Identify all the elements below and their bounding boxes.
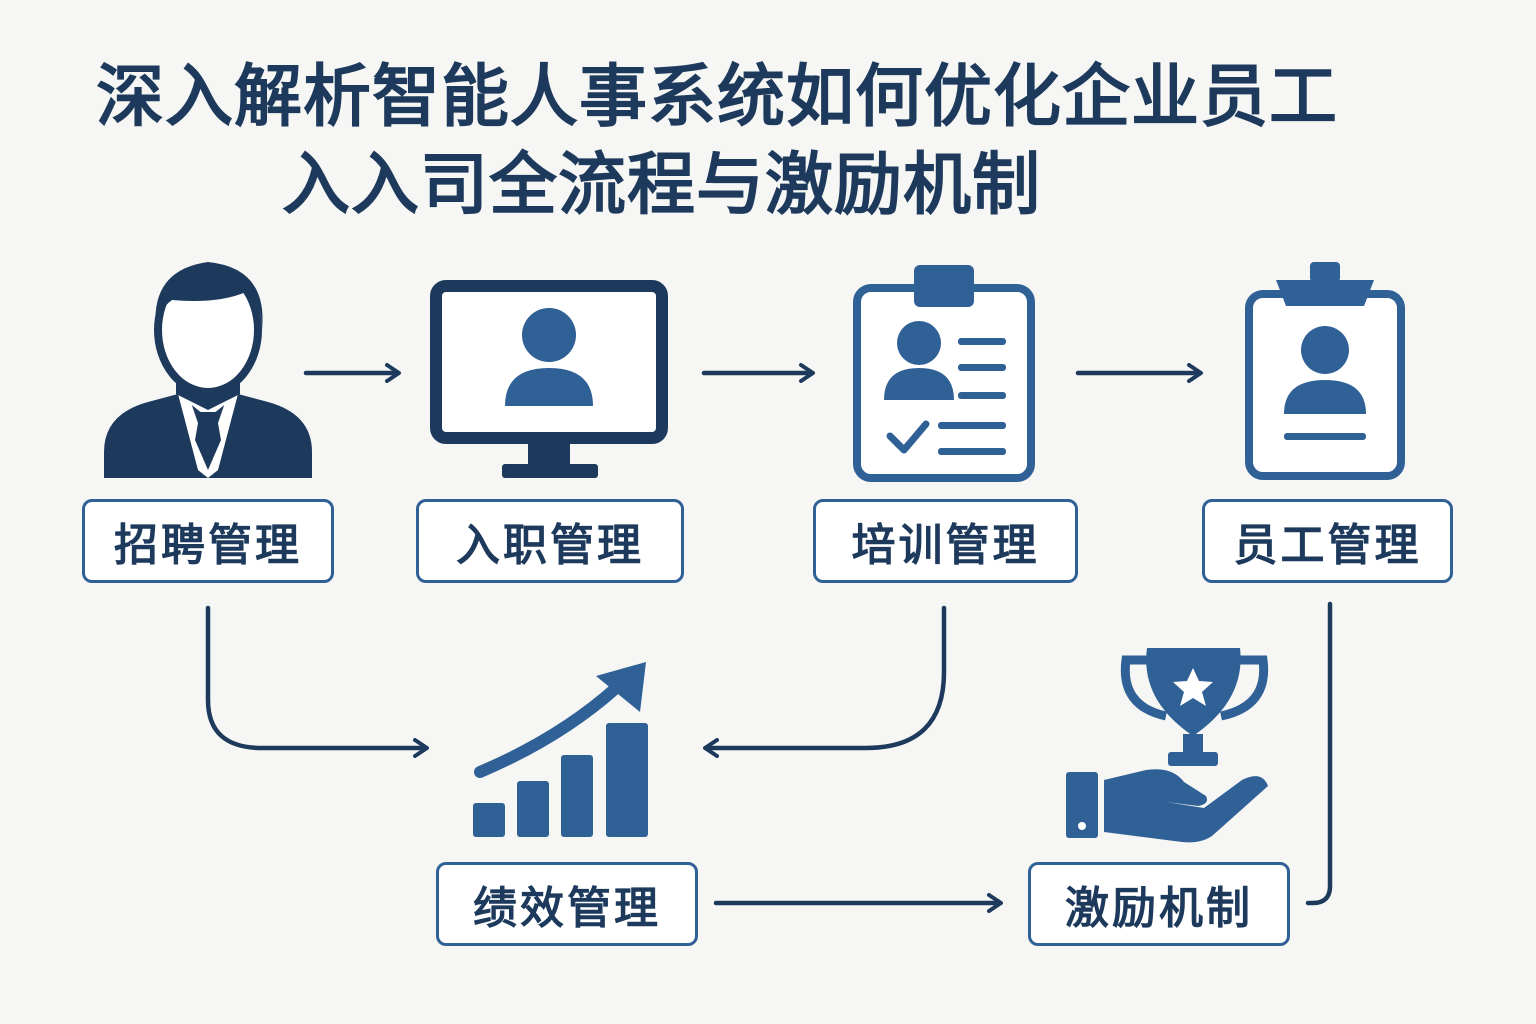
connector-employee-to-incentive <box>1305 601 1333 906</box>
node-onboard: 入职管理 <box>416 499 684 583</box>
businessman-icon <box>104 262 312 478</box>
id-badge-icon <box>1245 262 1405 480</box>
growth-chart-icon <box>473 662 648 837</box>
node-employee: 员工管理 <box>1202 499 1453 583</box>
node-training: 培训管理 <box>813 499 1078 583</box>
node-incentive: 激励机制 <box>1028 862 1290 946</box>
trophy-hand-icon <box>1066 648 1269 843</box>
node-performance: 绩效管理 <box>436 862 698 946</box>
title-line-2: 入入司全流程与激励机制 <box>282 146 1042 225</box>
clipboard-checklist-icon <box>853 265 1035 482</box>
monitor-user-icon <box>430 280 668 478</box>
arrow-recruit-to-performance <box>205 605 429 758</box>
node-recruit: 招聘管理 <box>82 499 334 583</box>
title-line-1: 深入解析智能人事系统如何优化企业员工 <box>96 58 1339 137</box>
arrow-training-to-performance <box>703 605 947 758</box>
